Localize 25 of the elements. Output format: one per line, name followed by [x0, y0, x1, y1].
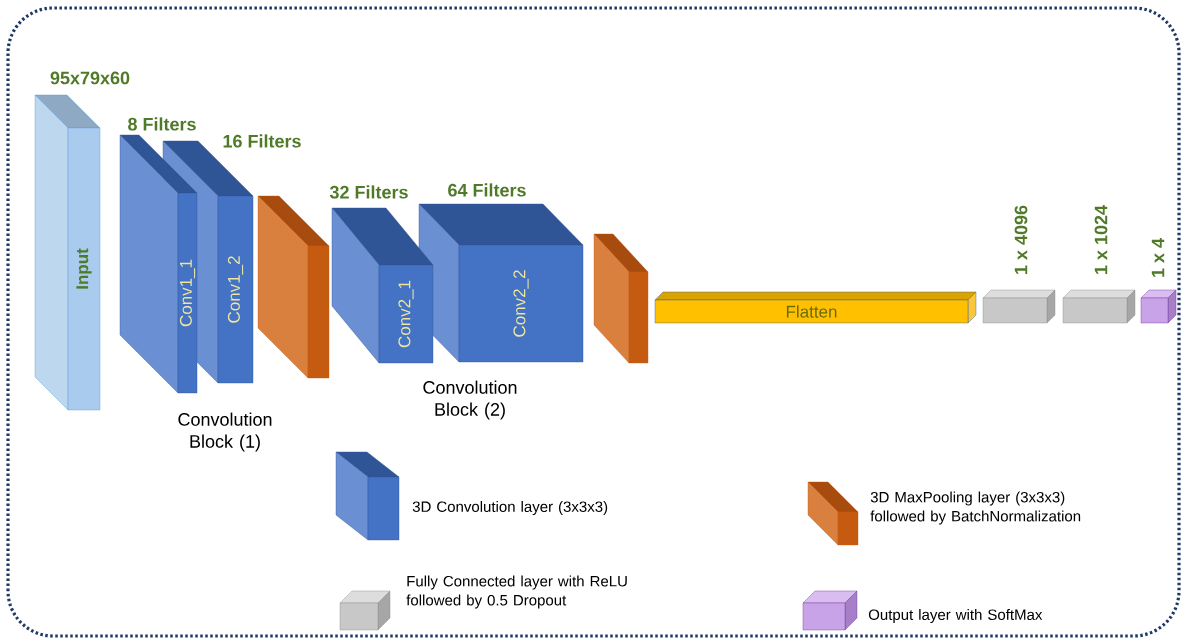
legend-text: 3D MaxPooling layer (3x3x3) followed by BatchNormalization	[870, 491, 1081, 525]
layer-cube: Input	[67, 127, 101, 411]
layer-cube: Conv1_1	[177, 192, 198, 394]
layer-cube: Conv2_1	[378, 264, 434, 364]
layer-cube	[1140, 297, 1169, 324]
layer-size-label: 1 x 4096	[1014, 205, 1028, 274]
legend-text: 3D Convolution layer (3x3x3)	[412, 501, 608, 515]
filter-count-label: 32 Filters	[329, 185, 408, 199]
layer-cube	[628, 271, 649, 364]
layer-cube	[1062, 297, 1128, 324]
layer-size-label: 1 x 4	[1151, 238, 1165, 277]
layer-cube	[307, 245, 330, 379]
layer-size-label: 95x79x60	[50, 71, 130, 85]
legend-text: Fully Connected layer with ReLU followed by 0.5 Dropout	[406, 575, 627, 609]
filter-count-label: 8 Filters	[128, 117, 196, 131]
layer-cube: Conv1_2	[217, 195, 254, 384]
layer-size-label: 1 x 1024	[1094, 205, 1108, 274]
layer-cube	[982, 297, 1048, 324]
legend-text: Output layer with SoftMax	[868, 609, 1043, 623]
block-label: Convolution Block (2)	[423, 380, 517, 420]
filter-count-label: 64 Filters	[448, 183, 526, 197]
block-label: Convolution Block (1)	[178, 412, 272, 452]
layer-cube: Conv2_2	[458, 244, 584, 363]
filter-count-label: 16 Filters	[223, 134, 301, 148]
layer-cube: Flatten	[654, 299, 969, 324]
